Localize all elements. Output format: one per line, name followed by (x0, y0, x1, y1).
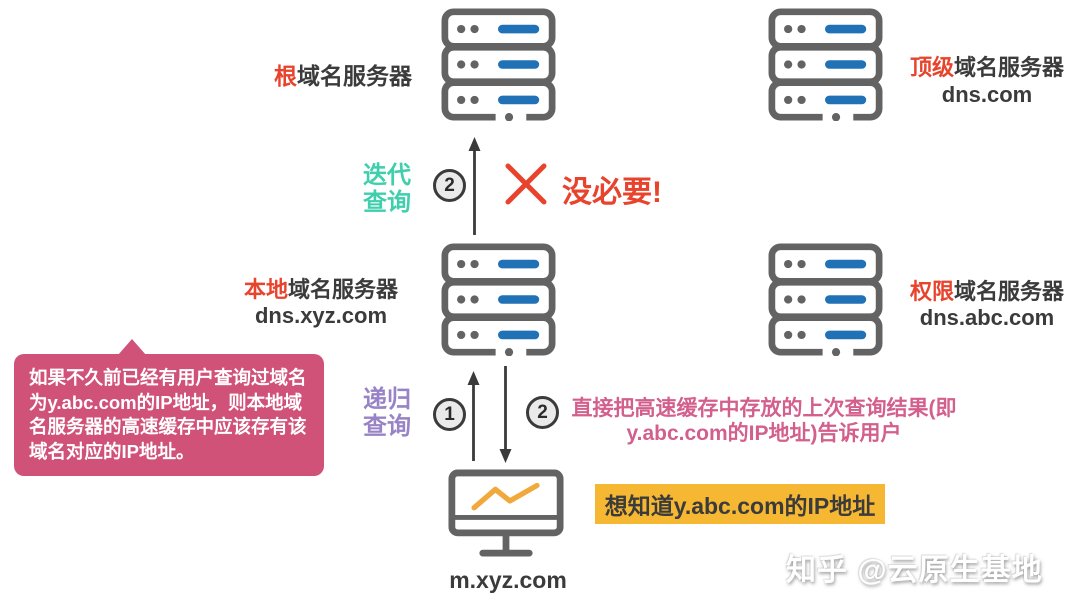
auth-server-label: 权限域名服务器 dns.abc.com (893, 279, 1080, 331)
watermark: 知乎 @云原生基地 (786, 554, 1043, 587)
arrow-up-client-to-local-icon (467, 371, 480, 461)
tld-server-label: 顶级域名服务器 dns.com (893, 54, 1080, 108)
user-question-highlight: 想知道y.abc.com的IP地址 (595, 484, 885, 524)
root-server-label: 根域名服务器 (150, 57, 412, 91)
local-server-label: 本地域名服务器 dns.xyz.com (225, 277, 417, 329)
root-server-label-rest: 域名服务器 (297, 63, 412, 89)
auth-server-icon (768, 243, 883, 356)
recursive-step-2-badge: 2 (526, 396, 559, 429)
x-mark-icon (505, 163, 547, 205)
local-server-name: 本地域名服务器 (243, 277, 399, 302)
tld-server-icon (768, 8, 883, 121)
verdict-text: 没必要! (562, 176, 662, 209)
tld-server-name: 顶级域名服务器 (909, 55, 1065, 80)
recursive-step-1-badge: 1 (433, 398, 466, 431)
arrow-down-local-to-client-icon (499, 366, 512, 463)
arrow-up-local-to-root-icon (468, 137, 481, 235)
local-server-icon (441, 243, 556, 356)
recursive-query-label: 递归 查询 (363, 386, 411, 440)
cache-note-callout: 如果不久前已经有用户查询过域名 为y.abc.com的IP地址，则本地域 名服务… (14, 339, 324, 476)
client-label: m.xyz.com (449, 567, 567, 593)
cached-answer-note: 直接把高速缓存中存放的上次查询结果(即 y.abc.com的IP地址)告诉用户 (571, 397, 957, 445)
root-server-icon (441, 8, 556, 121)
tld-server-domain: dns.com (941, 82, 1033, 107)
root-server-label-accent: 根 (274, 63, 297, 89)
local-server-domain: dns.xyz.com (254, 303, 388, 328)
auth-server-domain: dns.abc.com (919, 305, 1055, 330)
auth-server-name: 权限域名服务器 (909, 279, 1065, 304)
iterative-query-label: 迭代 查询 (363, 162, 411, 216)
iterative-step-2-badge: 2 (433, 169, 466, 202)
client-monitor-icon (448, 469, 564, 560)
